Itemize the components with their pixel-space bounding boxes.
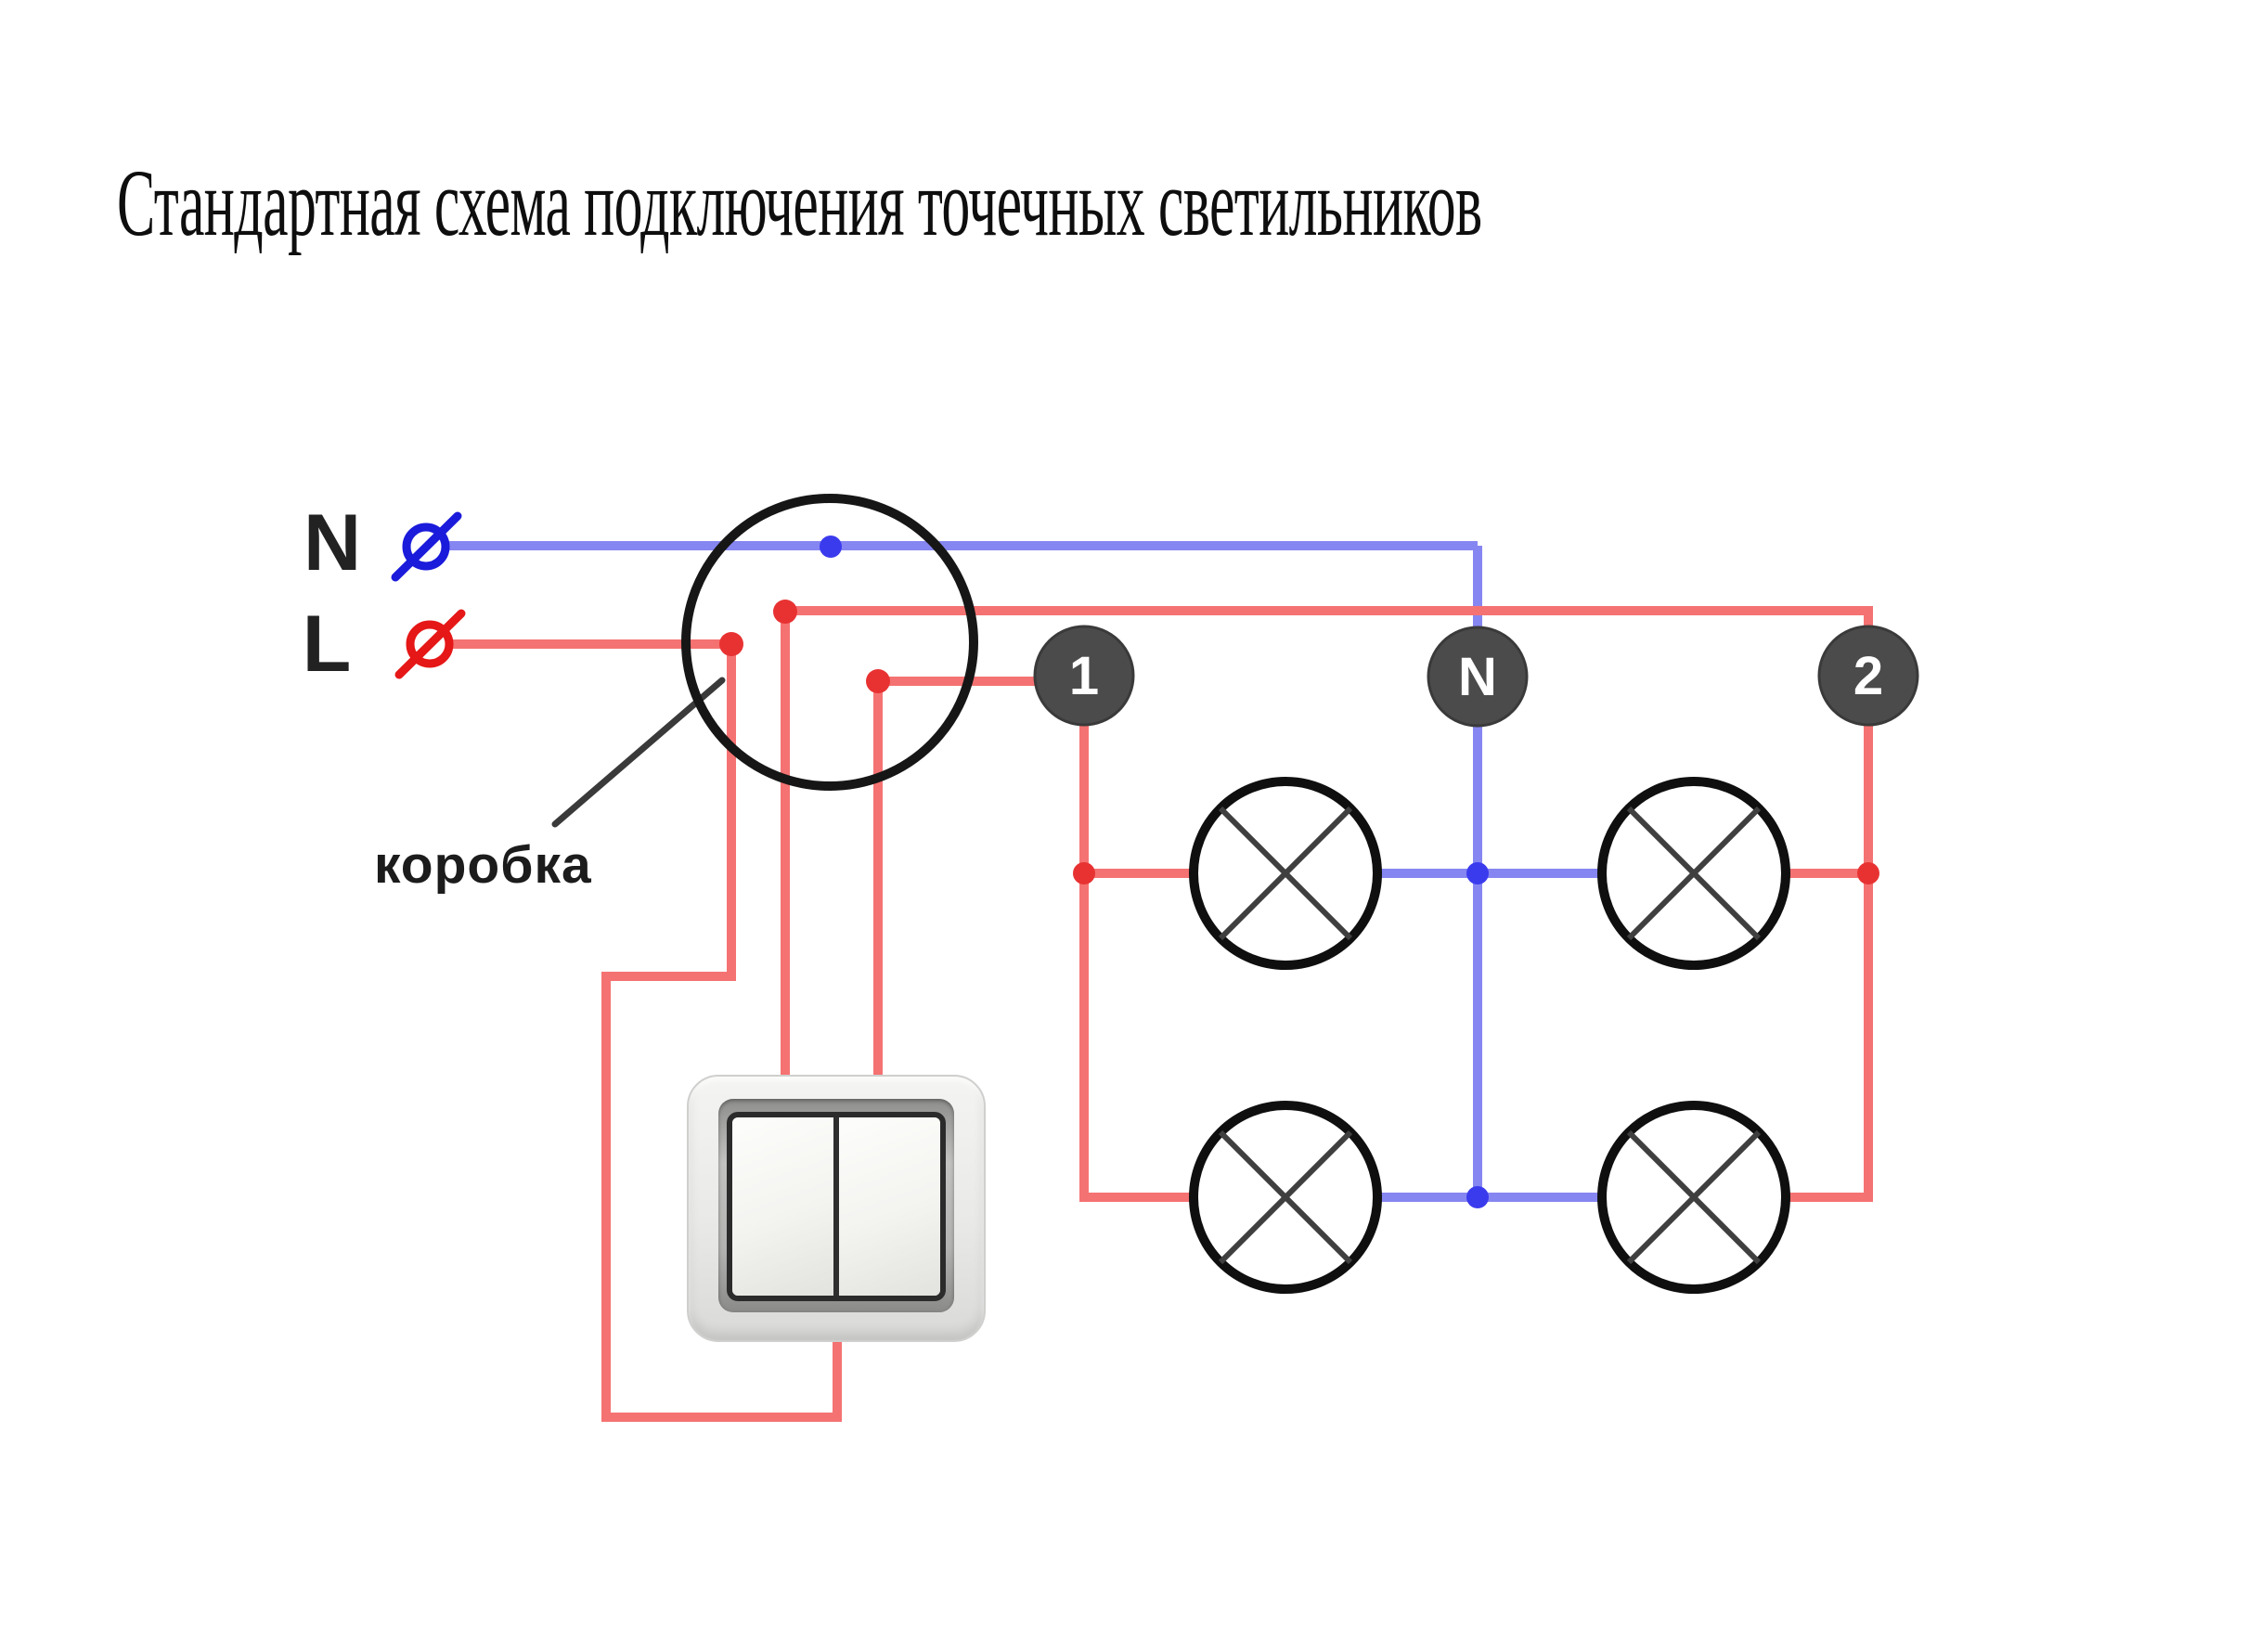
line-junction-dot-gang-right [866, 669, 890, 693]
line-wire-to-switch-common [601, 644, 842, 1422]
line-supply-label: L [303, 600, 352, 689]
neutral-lamp-dot-bottom [1466, 1186, 1489, 1208]
neutral-supply-label: N [303, 498, 361, 587]
switch-plate [727, 1112, 946, 1301]
line-wire-group [449, 606, 1873, 1422]
terminal-badge-1-label: 1 [1069, 646, 1099, 706]
junction-box-leader-line [551, 677, 726, 828]
switch-rocker-left [732, 1117, 836, 1296]
page-title: Стандартная схема подключения точечных с… [117, 150, 1482, 256]
line-junction-dot-gang-left [773, 600, 797, 624]
terminal-badge-1: 1 [1033, 625, 1135, 727]
line-lamp-dot-right [1857, 862, 1879, 884]
lamp-icon-top-right [1597, 777, 1790, 970]
line-lamp-dot-left [1073, 862, 1095, 884]
junction-dots [719, 536, 1879, 1208]
terminal-badge-n-label: N [1458, 647, 1497, 707]
lamp-icon-bottom-right [1597, 1101, 1790, 1294]
switch-rocker-right [836, 1117, 940, 1296]
neutral-lamp-dot-top [1466, 862, 1489, 884]
switch-bezel [718, 1099, 954, 1312]
line-junction-dot-common [719, 632, 743, 656]
neutral-terminal-icon [391, 511, 462, 582]
supply-terminals: N L [303, 498, 466, 689]
line-wire-to-terminal-2 [785, 606, 1873, 1202]
lamp-group [1189, 777, 1790, 1294]
line-wire-lamp-column-left [1079, 681, 1193, 1202]
lamp-icon-bottom-left [1189, 1101, 1382, 1294]
terminal-badges: 1 N 2 [1033, 625, 1919, 728]
terminal-badge-n: N [1427, 626, 1529, 728]
lamp-icon-top-left [1189, 777, 1382, 970]
terminal-badge-2-label: 2 [1853, 646, 1883, 706]
junction-box-label: коробка [374, 835, 592, 895]
two-gang-switch [687, 1075, 986, 1342]
junction-box-circle [681, 494, 978, 791]
line-terminal-icon [394, 609, 466, 679]
neutral-junction-dot [820, 536, 842, 558]
terminal-badge-2: 2 [1817, 625, 1919, 727]
